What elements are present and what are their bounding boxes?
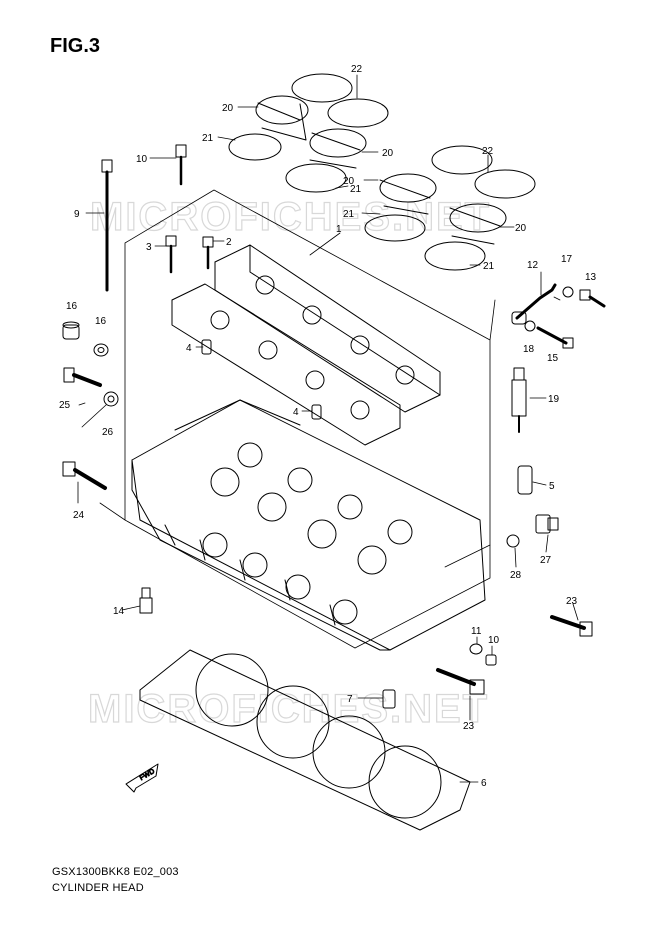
callout-23b: 23 [463,721,475,732]
model-code: GSX1300BKK8 E02_003 [52,866,179,878]
washer-28 [506,534,520,548]
callout-25: 25 [59,400,71,411]
callout-12: 11 [471,626,482,637]
fwd-label: FWD [139,768,156,782]
sensor-27 [535,514,559,534]
watermark-top: MICROFICHES.NET [90,195,491,239]
fitting-5 [517,465,533,495]
callout-20d: 20 [515,223,527,234]
callout-18: 16 [95,316,107,327]
assembly-frame-lower [354,544,491,649]
leader-lines [77,74,579,783]
callout-8: 14 [113,606,125,617]
intake-boot-group-left [228,73,389,193]
bolt-23-right [550,615,593,637]
assembly-frame [99,189,496,649]
oil-pipe-13 [515,283,557,320]
callout-11: 10 [136,154,148,165]
bolt-2 [202,236,214,270]
bolt-11 [175,144,187,186]
callout-23a: 23 [566,596,578,607]
plug-10 [485,654,497,666]
callout-2: 2 [226,237,232,248]
callout-labels: 22 20 21 20 21 22 20 21 20 21 10 9 3 2 1… [59,64,597,789]
bolt-8 [139,587,153,614]
camshaft-cap-housing [171,244,441,446]
washer-12 [469,643,483,655]
callout-13: 12 [527,260,539,271]
watermark-bottom: MICROFICHES.NET [88,687,489,731]
callout-4b: 4 [293,407,299,418]
bolt-24 [62,461,107,490]
callout-3: 3 [146,242,152,253]
callout-4a: 4 [186,343,192,354]
bolt-14 [579,289,606,308]
callout-16a: 17 [561,254,573,265]
callout-10: 10 [488,635,500,646]
dowel-7 [382,689,396,709]
bolt-25 [63,367,102,387]
cylinder-head-body [131,399,486,651]
callout-26: 26 [102,427,114,438]
callout-21c: 21 [343,209,355,220]
dowel-pin-4b [311,404,322,420]
callout-9: 9 [74,209,80,220]
callout-22b: 22 [482,146,494,157]
washer-18 [93,343,109,357]
washer-17 [62,321,80,340]
washer-16a [562,286,574,298]
forward-arrow-icon: FWD [125,763,159,793]
callout-20b: 20 [382,148,394,159]
head-gasket-6 [139,649,471,831]
callout-20a: 20 [222,103,234,114]
callout-17: 16 [66,301,78,312]
intake-boot-group-right [364,145,536,271]
callout-28: 28 [510,570,522,581]
callout-21d: 21 [483,261,495,272]
washer-16b [524,320,536,332]
callout-22a: 22 [351,64,363,75]
callout-16b: 18 [523,344,535,355]
callout-1: 1 [336,224,342,235]
callout-19: 19 [548,394,560,405]
callout-27: 27 [540,555,552,566]
figure-label: FIG.3 [50,35,101,57]
bolt-9 [101,159,113,292]
callout-5: 5 [549,481,555,492]
callout-7: 7 [347,694,353,705]
bolt-3 [165,235,177,274]
callout-20c: 20 [343,176,355,187]
bolt-15 [536,326,574,349]
callout-6: 6 [481,778,487,789]
spark-plug-19 [511,367,527,433]
callout-21a: 21 [202,133,214,144]
washer-26 [103,391,119,407]
bolt-23-lower [436,668,485,695]
section-title: CYLINDER HEAD [52,882,144,894]
callout-21b: 21 [350,184,362,195]
callout-14: 13 [585,272,597,283]
callout-15: 15 [547,353,559,364]
callout-24: 24 [73,510,85,521]
